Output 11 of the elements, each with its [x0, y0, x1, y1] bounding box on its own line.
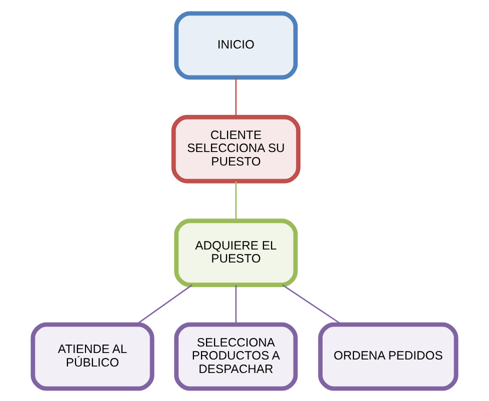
node-box: ORDENA PEDIDOS [318, 322, 458, 390]
node-box: ADQUIERE EL PUESTO [174, 218, 298, 287]
connector [136, 284, 193, 324]
node-box: ATIENDE AL PÚBLICO [30, 322, 154, 390]
node-box: INICIO [174, 10, 298, 80]
node-box: SELECCIONA PRODUCTOS A DESPACHAR [174, 322, 298, 390]
connector [235, 284, 237, 324]
connector [282, 284, 342, 324]
connector [235, 180, 237, 220]
node-box: CLIENTE SELECCIONA SU PUESTO [171, 114, 300, 183]
connector [235, 77, 237, 116]
